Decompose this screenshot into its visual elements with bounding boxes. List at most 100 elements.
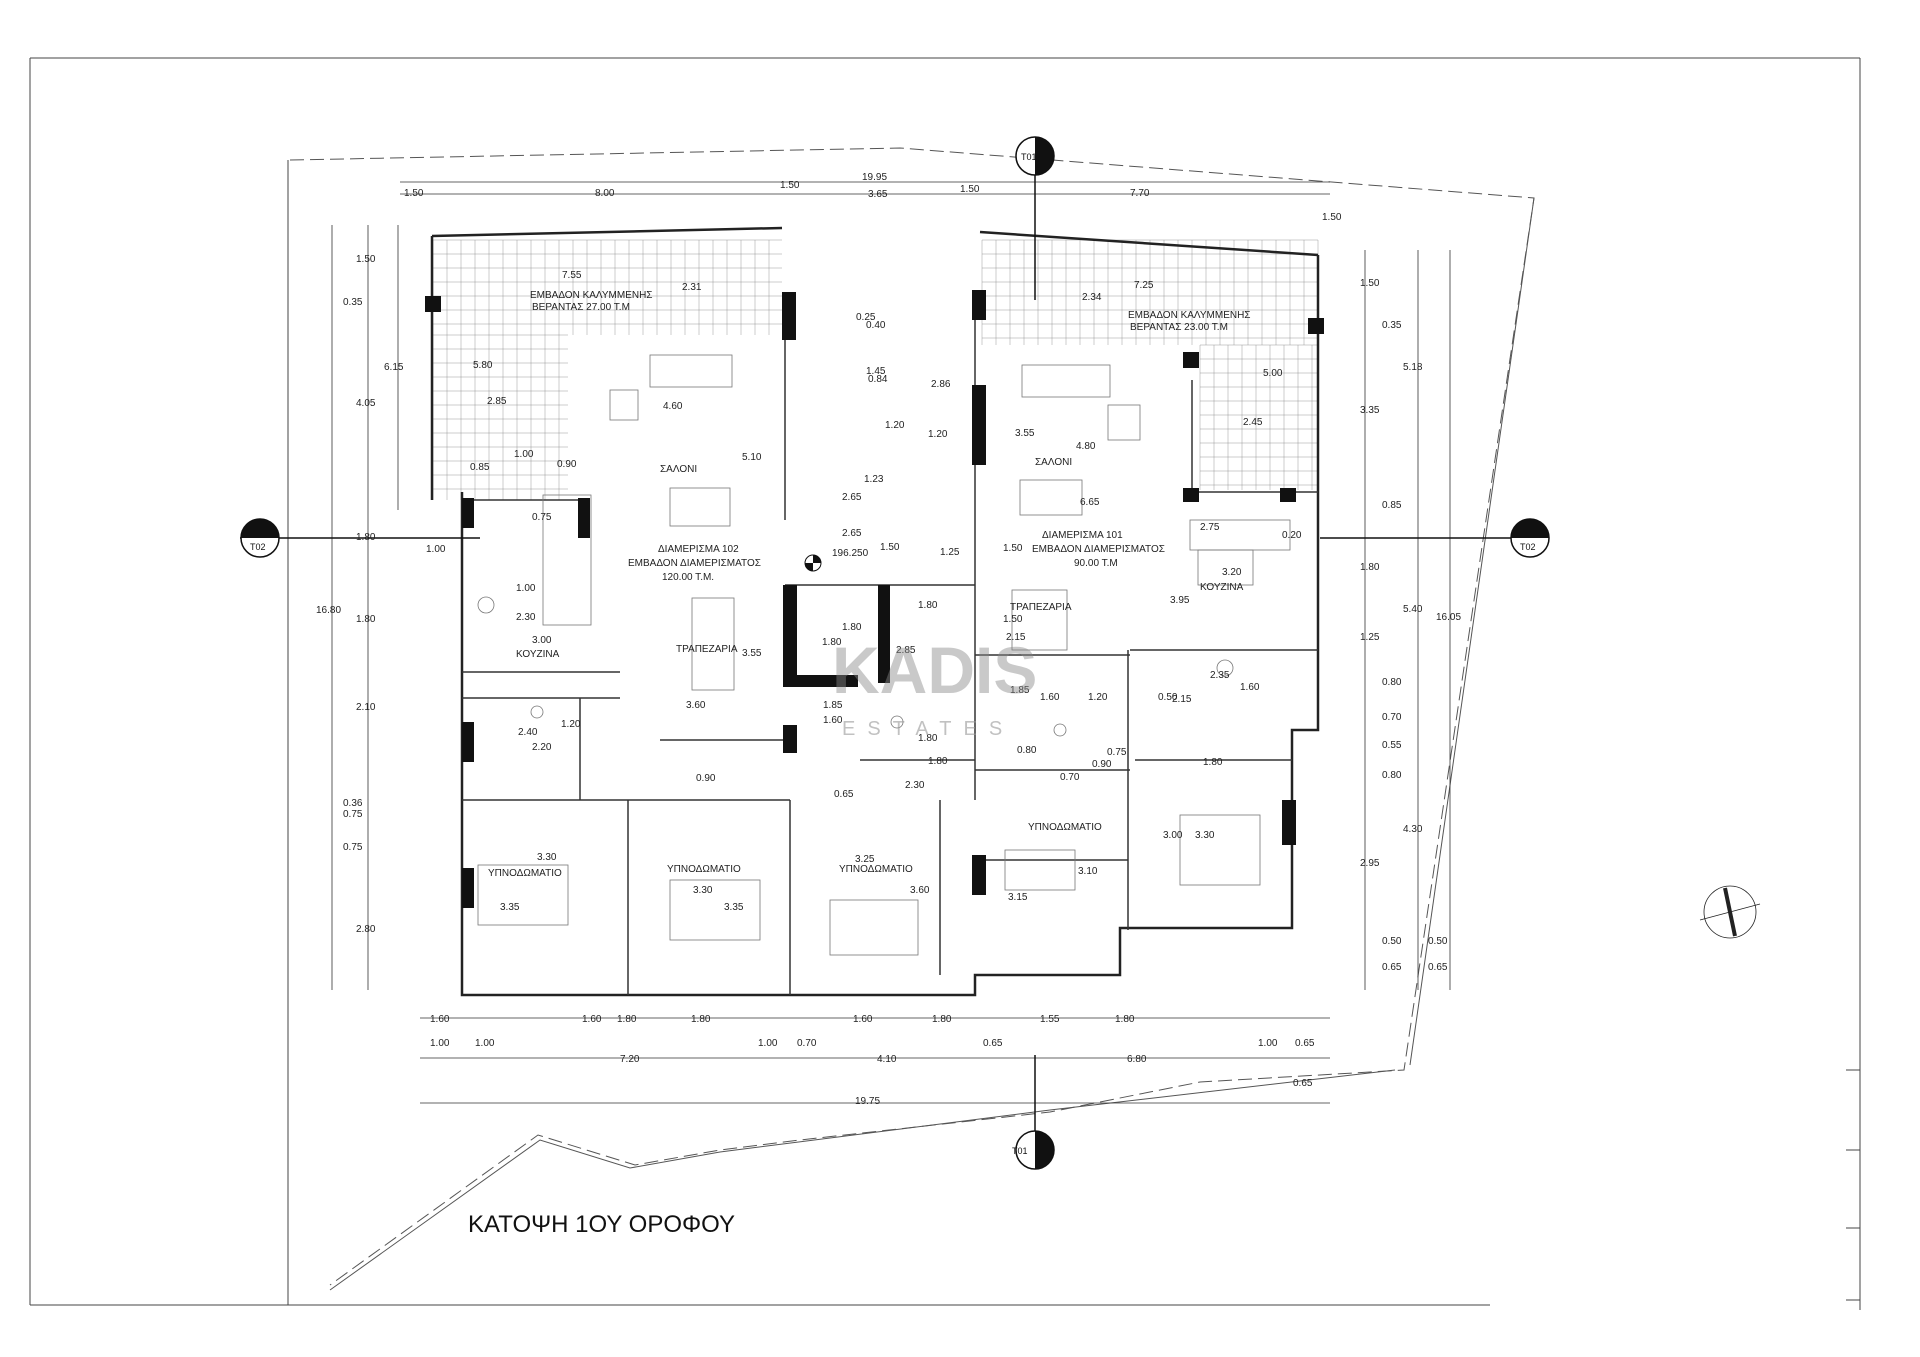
section-marker-right: T02 xyxy=(1320,518,1550,558)
dim-open-2: 1.60 xyxy=(582,1014,602,1025)
apartment-102-name: ΔΙΑΜΕΡΙΣΜΑ 102 xyxy=(658,544,739,555)
bedroom-3: ΥΠΝΟΔΩΜΑΤΙΟ xyxy=(839,864,913,875)
veranda-label-102-line2: ΒΕΡΑΝΤΑΣ 27.00 Τ.Μ xyxy=(532,302,630,313)
dimension-labels: 19.95 1.50 8.00 1.50 3.65 1.50 7.70 1.50… xyxy=(316,172,1461,1107)
dim-r-315: 3.15 xyxy=(1008,892,1028,903)
dim-st-160: 1.60 xyxy=(823,715,843,726)
veranda-label-102-line1: ΕΜΒΑΔΟΝ ΚΑΛΥΜΜΕΝΗΣ xyxy=(530,290,653,301)
dim-st-145: 1.45 xyxy=(866,366,886,377)
dim-st-265b: 2.65 xyxy=(842,528,862,539)
dim-r-075: 0.75 xyxy=(1107,747,1127,758)
dim-bottom-a: 7.20 xyxy=(620,1054,640,1065)
section-label-t01-top: T01 xyxy=(1021,152,1037,162)
dim-in-355: 3.55 xyxy=(742,648,762,659)
dim-r-355: 3.55 xyxy=(1015,428,1035,439)
dim-top-1: 1.50 xyxy=(404,188,424,199)
dim-r-320: 3.20 xyxy=(1222,567,1242,578)
dim-top-3: 1.50 xyxy=(780,180,800,191)
dim-r-215b: 2.15 xyxy=(1172,694,1192,705)
dim-in-285: 2.85 xyxy=(487,396,507,407)
dim-r-330: 3.30 xyxy=(1195,830,1215,841)
dim-left-11: 2.80 xyxy=(356,924,376,935)
watermark-main-text: KADIS xyxy=(832,633,1037,707)
dim-st-120: 1.20 xyxy=(885,420,905,431)
dim-open-7: 1.55 xyxy=(1040,1014,1060,1025)
section-marker-top: T01 xyxy=(1015,136,1055,300)
north-arrow-icon xyxy=(1699,885,1761,939)
dim-in-755: 7.55 xyxy=(562,270,582,281)
dim-in-360: 3.60 xyxy=(686,700,706,711)
dim-r-310: 3.10 xyxy=(1078,866,1098,877)
dim-top-right: 1.50 xyxy=(1322,212,1342,223)
dim-right-18: 0.65 xyxy=(1428,962,1448,973)
dim-in-075: 0.75 xyxy=(532,512,552,523)
apartment-101-area-label: ΕΜΒΑΔΟΝ ΔΙΑΜΕΡΙΣΜΑΤΟΣ xyxy=(1032,544,1165,555)
structural-columns xyxy=(425,290,1324,908)
dim-r-080: 0.80 xyxy=(1017,745,1037,756)
dim-bottom-d6: 1.00 xyxy=(1258,1038,1278,1049)
dim-bottom-d7: 0.65 xyxy=(1295,1038,1315,1049)
dim-r-160b: 1.60 xyxy=(1040,692,1060,703)
dim-top-4: 3.65 xyxy=(868,189,888,200)
apartment-102-area-label: ΕΜΒΑΔΟΝ ΔΙΑΜΕΡΙΣΜΑΤΟΣ xyxy=(628,558,761,569)
dim-in-510: 5.10 xyxy=(742,452,762,463)
dim-left-6: 1.80 xyxy=(356,614,376,625)
dim-r-395: 3.95 xyxy=(1170,595,1190,606)
dim-st-180c: 1.80 xyxy=(918,733,938,744)
dim-in-335: 3.35 xyxy=(500,902,520,913)
dim-in-231: 2.31 xyxy=(682,282,702,293)
dim-open-1: 1.60 xyxy=(430,1014,450,1025)
dim-r-050: 0.50 xyxy=(1158,692,1178,703)
dim-r-665: 6.65 xyxy=(1080,497,1100,508)
dim-right-1: 1.50 xyxy=(1360,278,1380,289)
dim-in-100c: 1.00 xyxy=(516,583,536,594)
dim-r-090: 0.90 xyxy=(1092,759,1112,770)
dim-in-090b: 0.90 xyxy=(696,773,716,784)
kitchen-102: ΚΟΥΖΙΝΑ xyxy=(516,649,560,660)
dining-101: ΤΡΑΠΕΖΑΡΙΑ xyxy=(1010,602,1072,613)
dim-in-360b: 3.60 xyxy=(910,885,930,896)
dim-r-150: 1.50 xyxy=(1003,543,1023,554)
veranda-grid-right xyxy=(981,239,1319,490)
kitchen-101: ΚΟΥΖΙΝΑ xyxy=(1200,582,1244,593)
building-walls xyxy=(430,226,1320,997)
dim-r-020: 0.20 xyxy=(1282,530,1302,541)
dim-right-14: 2.95 xyxy=(1360,858,1380,869)
dim-open-5: 1.60 xyxy=(853,1014,873,1025)
dim-r-150b: 1.50 xyxy=(1003,614,1023,625)
dim-top-6: 7.70 xyxy=(1130,188,1150,199)
dim-right-7: 5.40 xyxy=(1403,604,1423,615)
dim-bottom-d5: 0.65 xyxy=(983,1038,1003,1049)
dim-open-8: 1.80 xyxy=(1115,1014,1135,1025)
dim-bottom-d2: 1.00 xyxy=(475,1038,495,1049)
bedroom-1: ΥΠΝΟΔΩΜΑΤΙΟ xyxy=(488,868,562,879)
dim-open-6: 1.80 xyxy=(932,1014,952,1025)
dim-bottom-total: 19.75 xyxy=(855,1096,880,1107)
sheet-frame xyxy=(29,57,1861,1310)
dim-right-10: 0.70 xyxy=(1382,712,1402,723)
dim-right-17: 0.65 xyxy=(1382,962,1402,973)
dim-top-total: 19.95 xyxy=(862,172,887,183)
dim-left-10: 0.75 xyxy=(343,842,363,853)
dim-in-325: 3.25 xyxy=(855,854,875,865)
dim-r-500: 5.00 xyxy=(1263,368,1283,379)
dim-st-084: 0.84 xyxy=(868,374,888,385)
dim-in-330: 3.30 xyxy=(537,852,557,863)
dim-left-total: 16.80 xyxy=(316,605,341,616)
living-room-101: ΣΑΛΟΝΙ xyxy=(1035,457,1072,468)
dim-r-070: 0.70 xyxy=(1060,772,1080,783)
dim-r-180: 1.80 xyxy=(1203,757,1223,768)
dim-bottom-b: 4.10 xyxy=(877,1054,897,1065)
dim-st-185: 1.85 xyxy=(823,700,843,711)
dim-in-090: 0.90 xyxy=(557,459,577,470)
drawing-title: ΚΑΤΟΨΗ 1ΟΥ ΟΡΟΦΟΥ xyxy=(468,1211,735,1238)
dim-r-160: 1.60 xyxy=(1240,682,1260,693)
dim-st-120b: 1.20 xyxy=(928,429,948,440)
apartment-101-name: ΔΙΑΜΕΡΙΣΜΑ 101 xyxy=(1042,530,1123,541)
dim-r-234: 2.34 xyxy=(1082,292,1102,303)
dim-left-7: 2.10 xyxy=(356,702,376,713)
dim-right-4: 3.35 xyxy=(1360,405,1380,416)
dim-st-025: 0.25 xyxy=(856,312,876,323)
dim-bottom-c: 6.80 xyxy=(1127,1054,1147,1065)
